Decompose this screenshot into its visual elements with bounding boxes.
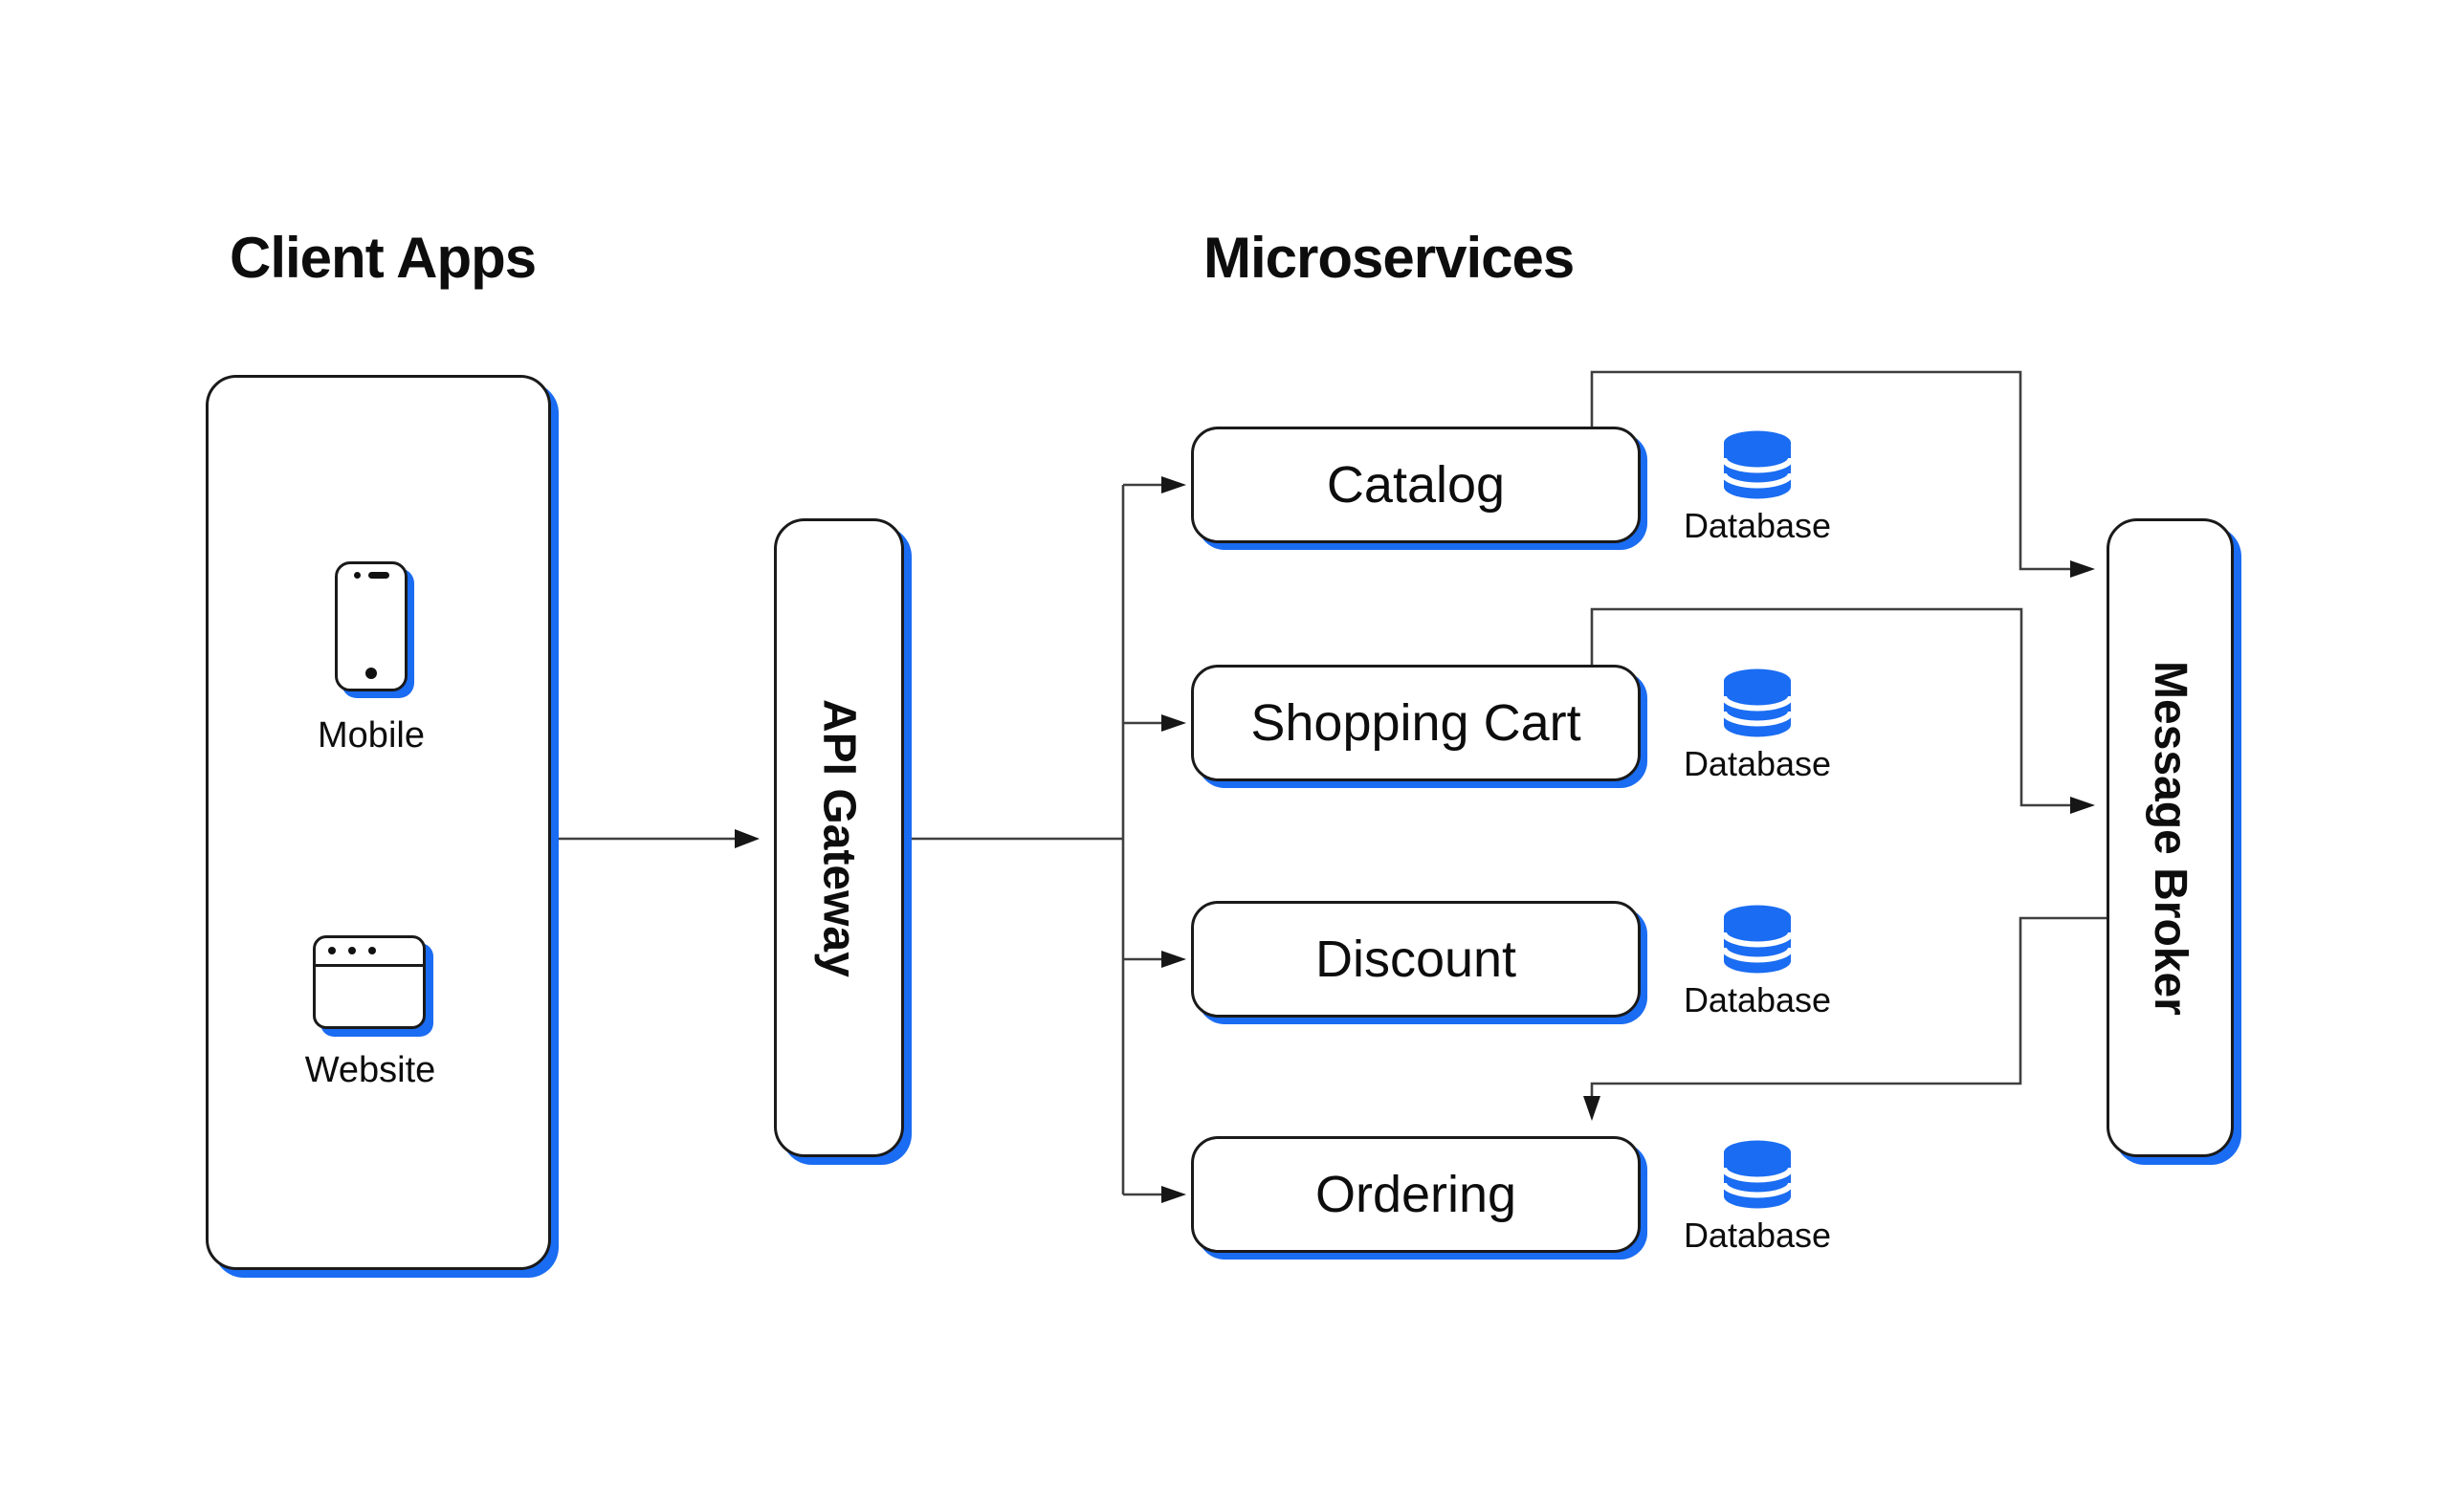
- catalog-service-node: Catalog: [1191, 427, 1641, 543]
- arrowhead-catalog-to-broker: [2070, 560, 2095, 578]
- discount-service-node: Discount: [1191, 901, 1641, 1018]
- database-label: Database: [1683, 1216, 1832, 1255]
- arrowhead-shopping-cart-to-broker: [2070, 797, 2095, 814]
- database-icon: [1721, 430, 1794, 499]
- browser-dot: [348, 947, 356, 954]
- browser-dot: [368, 947, 376, 954]
- client-apps-heading: Client Apps: [230, 226, 537, 290]
- phone-speaker-bar: [368, 572, 389, 579]
- database-icon: [1721, 668, 1794, 737]
- microservices-heading: Microservices: [1203, 226, 1575, 290]
- api-gateway-node: API Gateway: [774, 518, 904, 1157]
- shopping-cart-service-node: Shopping Cart: [1191, 665, 1641, 781]
- website-label: Website: [304, 1050, 436, 1090]
- browser-titlebar: [316, 938, 423, 967]
- mobile-label: Mobile: [318, 715, 425, 756]
- phone-home-button: [365, 668, 377, 679]
- message-broker-node: Message Broker: [2107, 518, 2234, 1157]
- api-gateway-label: API Gateway: [813, 698, 865, 977]
- browser-dot: [328, 947, 336, 954]
- arrowhead-to-shopping-cart: [1161, 714, 1186, 732]
- database-icon: [1721, 1140, 1794, 1209]
- arrowhead-to-catalog: [1161, 476, 1186, 493]
- phone-camera-dot: [354, 572, 361, 579]
- database-label: Database: [1683, 744, 1832, 783]
- client-apps-group-box: [206, 375, 551, 1270]
- database-label: Database: [1683, 980, 1832, 1019]
- ordering-service-node: Ordering: [1191, 1136, 1641, 1253]
- database-icon: [1721, 905, 1794, 974]
- arrowhead-to-ordering: [1161, 1186, 1186, 1203]
- arrowhead-to-discount: [1161, 951, 1186, 968]
- browser-window-icon: [313, 935, 426, 1029]
- smartphone-icon: [335, 561, 408, 691]
- database-label: Database: [1683, 506, 1832, 545]
- message-broker-label: Message Broker: [2145, 660, 2195, 1016]
- arrowhead-client-to-gateway: [735, 829, 760, 848]
- arrowhead-broker-to-ordering: [1583, 1096, 1600, 1121]
